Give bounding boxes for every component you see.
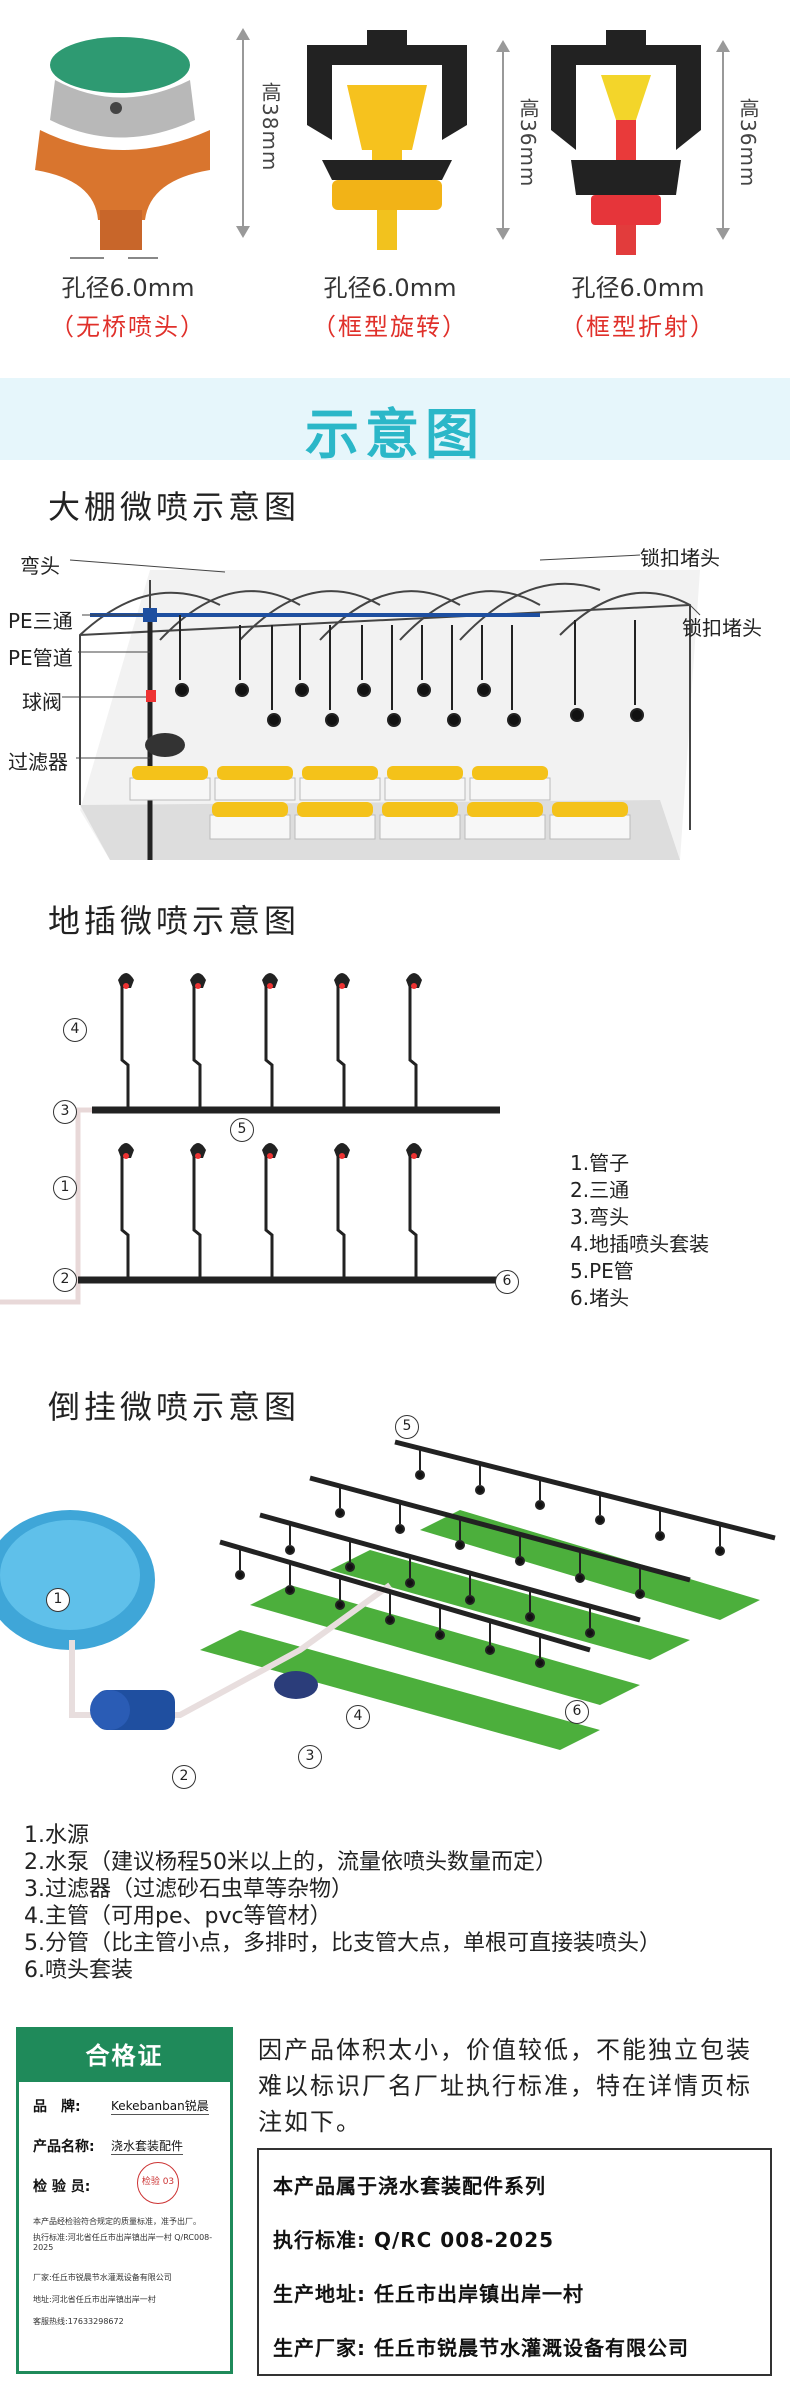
ground-legend-item: 5.PE管 [570,1259,634,1283]
certificate-standard: 执行标准:河北省任丘市出岸镇出岸一村 Q/RC008-2025 [33,2233,213,2252]
banner-title: 示意图 [305,403,485,466]
hanging-legend-item: 4.主管（可用pe、pvc等管材） [24,1904,332,1929]
hanging-title: 倒挂微喷示意图 [48,1388,301,1426]
height-arrow-1 [236,28,250,238]
hanging-legend-item: 1.水源 [24,1823,89,1848]
certificate-inspector-label: 检 验 员: [33,2179,91,2195]
greenhouse-diagram [62,554,701,860]
certificate-brand-value: Kekebanban锐晨 [111,2099,209,2115]
label-lock-plug-2: 锁扣堵头 [682,616,762,640]
info-standard: 执行标准: Q/RC 008-2025 [273,2228,555,2252]
ground-marker-4: 4 [63,1018,87,1042]
certificate-product-label: 产品名称: [33,2139,95,2155]
ground-legend: 1.管子 2.三通 3.弯头 4.地插喷头套装 5.PE管 6.堵头 [570,1150,709,1312]
certificate-address: 地址:河北省任丘市出岸镇出岸一村 [33,2295,156,2304]
quality-certificate: 合格证 品 牌: Kekebanban锐晨 产品名称: 浇水套装配件 检 验 员… [16,2027,233,2374]
hanging-diagram [0,1439,776,1750]
product-info-box: 本产品属于浇水套装配件系列 执行标准: Q/RC 008-2025 生产地址: … [257,2148,772,2376]
label-lock-plug-1: 锁扣堵头 [640,546,720,570]
ground-title: 地插微喷示意图 [48,902,301,940]
product-3-name: （框型折射） [560,313,716,341]
greenhouse-title: 大棚微喷示意图 [48,488,301,526]
inspection-stamp: 检验 03 [137,2162,179,2204]
ground-marker-5: 5 [230,1118,254,1142]
hanging-marker-1: 1 [46,1588,70,1612]
certificate-title: 合格证 [19,2030,230,2082]
banner-background [0,378,790,460]
product-3-hole: 孔径6.0mm [571,274,705,302]
product-1-height: 高38mm [258,82,282,172]
product-1-hole: 孔径6.0mm [61,274,195,302]
hanging-marker-3: 3 [298,1745,322,1769]
info-maker: 生产厂家: 任丘市锐晨节水灌溉设备有限公司 [273,2336,689,2360]
product-2-hole: 孔径6.0mm [323,274,457,302]
hanging-legend-item: 6.喷头套装 [24,1958,133,1983]
hanging-marker-6: 6 [565,1700,589,1724]
certificate-maker: 厂家:任丘市锐晨节水灌溉设备有限公司 [33,2273,172,2282]
certificate-hotline: 客服热线:17633298672 [33,2317,124,2326]
hanging-legend-item: 2.水泵（建议杨程50米以上的，流量依喷头数量而定） [24,1850,557,1875]
product-3-height: 高36mm [736,98,760,188]
hanging-legend-item: 3.过滤器（过滤砂石虫草等杂物） [24,1877,353,1902]
hanging-marker-4: 4 [346,1705,370,1729]
bridgeless-nozzle-image [35,37,210,259]
packaging-notice: 因产品体积太小，价值较低，不能独立包装难以标识厂名厂址执行标准，特在详情页标注如… [258,2036,752,2136]
hanging-legend-item: 5.分管（比主管小点，多排时，比支管大点，单根可直接装喷头） [24,1931,661,1956]
ground-legend-item: 4.地插喷头套装 [570,1232,710,1256]
label-pe-tee: PE三通 [8,609,73,633]
ground-insert-diagram [0,973,500,1305]
frame-rotating-nozzle-image [307,30,467,250]
ground-marker-3: 3 [53,1100,77,1124]
hanging-legend: 1.水源 2.水泵（建议杨程50米以上的，流量依喷头数量而定） 3.过滤器（过滤… [24,1822,661,1984]
height-arrow-3 [716,40,730,240]
ground-marker-2: 2 [53,1268,77,1292]
info-series: 本产品属于浇水套装配件系列 [273,2174,546,2198]
ground-marker-1: 1 [53,1176,77,1200]
ground-legend-item: 6.堵头 [570,1286,630,1310]
certificate-note: 本产品经检验符合规定的质量标准，准予出厂。 [33,2217,201,2226]
label-elbow: 弯头 [20,554,60,578]
hanging-marker-5: 5 [395,1415,419,1439]
label-ball-valve: 球阀 [22,690,62,714]
ground-legend-item: 2.三通 [570,1178,630,1202]
info-address: 生产地址: 任丘市出岸镇出岸一村 [273,2282,584,2306]
product-2-height: 高36mm [516,98,540,188]
product-2-name: （框型旋转） [312,313,468,341]
label-filter: 过滤器 [8,750,68,774]
hanging-marker-2: 2 [172,1765,196,1789]
height-arrow-2 [496,40,510,240]
product-1-name: （无桥喷头） [50,313,206,341]
ground-legend-item: 1.管子 [570,1151,630,1175]
ground-marker-6: 6 [495,1270,519,1294]
frame-refraction-nozzle-image [551,30,701,255]
certificate-brand-label: 品 牌: [33,2099,81,2115]
ground-legend-item: 3.弯头 [570,1205,630,1229]
certificate-product-value: 浇水套装配件 [111,2139,184,2155]
label-pe-pipe: PE管道 [8,646,73,670]
